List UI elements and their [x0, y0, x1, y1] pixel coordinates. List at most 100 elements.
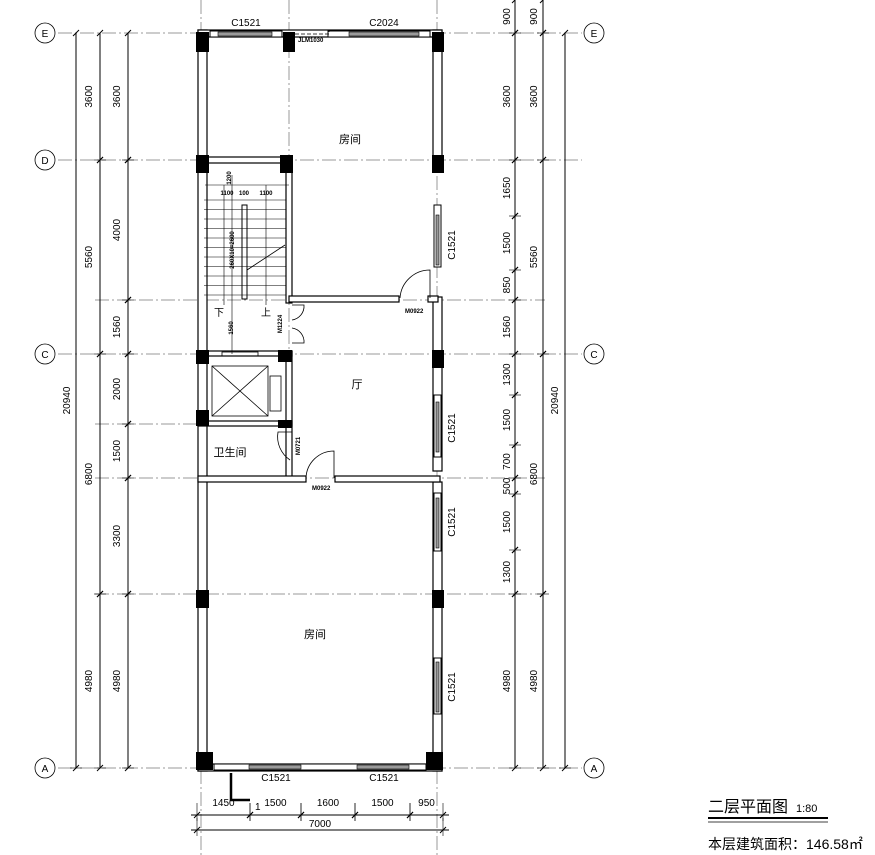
- stair-up-label: 上: [261, 307, 271, 319]
- dim-tick: [511, 29, 519, 37]
- dim-tick: [561, 29, 569, 37]
- dim-tick: [511, 546, 519, 554]
- dimensions: 2094036005560680049803600400015602000150…: [62, 0, 571, 836]
- dim-value: 700: [502, 453, 513, 470]
- dim-tick: [124, 474, 132, 482]
- room-label-hall: 厅: [352, 379, 363, 391]
- dim-tick: [124, 29, 132, 37]
- walls: [197, 29, 443, 772]
- dim-tick: [511, 441, 519, 449]
- dim-value: 1300: [502, 363, 513, 386]
- staircase: [204, 175, 289, 354]
- axis-label: A: [42, 764, 49, 775]
- dim-value: 1560: [502, 315, 513, 338]
- window-label: C1521: [231, 18, 261, 29]
- axis-bubble-a-left: A: [34, 757, 56, 779]
- dim-tick: [511, 391, 519, 399]
- dim-tick: [96, 156, 104, 164]
- room-label-bathroom: 卫生间: [214, 445, 247, 459]
- room-label-top: 房间: [339, 133, 361, 146]
- dim-tick: [124, 350, 132, 358]
- dim-value: 1300: [502, 560, 513, 583]
- dim-value: 1500: [502, 231, 513, 254]
- stair-dim: 1560: [229, 321, 235, 335]
- dim-tick: [511, 212, 519, 220]
- dim-tick: [511, 266, 519, 274]
- stair-run: 260X10=2600: [230, 231, 236, 269]
- dim-value: 4980: [502, 669, 513, 692]
- door-label: JLM1030: [298, 38, 324, 44]
- axis-label: E: [591, 29, 598, 40]
- dim-tick: [511, 490, 519, 498]
- dim-value: 3600: [112, 85, 123, 108]
- axis-label: E: [42, 29, 49, 40]
- axis-label: A: [591, 764, 598, 775]
- dim-value: 1500: [502, 408, 513, 431]
- dim-value: 4000: [112, 218, 123, 241]
- window-label: C1521: [369, 773, 399, 784]
- dim-tick: [511, 156, 519, 164]
- axis-bubble-c-right: C: [583, 343, 605, 365]
- dim-value: 20940: [550, 386, 561, 414]
- dim-tick: [124, 420, 132, 428]
- dim-value: 1560: [112, 315, 123, 338]
- axis-bubble-a-right: A: [583, 757, 605, 779]
- dim-value: 4980: [529, 669, 540, 692]
- window-label: C1521: [447, 230, 458, 260]
- window-label: C1521: [447, 413, 458, 443]
- door-label: M0922: [312, 486, 331, 492]
- dim-value: 3600: [502, 85, 513, 108]
- axis-label: C: [590, 350, 597, 361]
- elevator: [211, 351, 282, 417]
- dim-value: 1500: [371, 798, 394, 809]
- dim-tick: [124, 296, 132, 304]
- windows: [209, 29, 442, 771]
- stair-dim: 1200: [227, 171, 233, 185]
- dim-value: 4980: [112, 669, 123, 692]
- dim-tick: [511, 350, 519, 358]
- dim-value: 5560: [84, 245, 95, 268]
- dim-value: 500: [502, 477, 513, 494]
- dim-value: 20940: [62, 386, 73, 414]
- dim-tick: [124, 156, 132, 164]
- door-label: M1224: [278, 314, 284, 333]
- columns: [196, 32, 444, 770]
- section-mark-number: 1: [255, 802, 261, 813]
- dim-tick: [124, 590, 132, 598]
- stair-dim: 100: [239, 191, 250, 197]
- dim-value: 1600: [317, 798, 340, 809]
- stair-dim: 1100: [259, 191, 273, 197]
- dim-value: 950: [418, 798, 435, 809]
- dim-value: 900: [529, 8, 540, 25]
- stair-down-label: 下: [214, 308, 224, 319]
- dim-value: 4980: [84, 669, 95, 692]
- dim-value: 2000: [112, 377, 123, 400]
- drawing-scale: 1:80: [796, 803, 817, 815]
- dim-value: 1500: [264, 798, 287, 809]
- dim-tick: [539, 350, 547, 358]
- dim-tick: [511, 0, 516, 4]
- axis-label: D: [41, 156, 48, 167]
- section-mark: [229, 773, 250, 802]
- dim-tick: [539, 590, 547, 598]
- axis-label: C: [41, 350, 48, 361]
- dim-value: 5560: [529, 245, 540, 268]
- doors: [277, 269, 431, 479]
- dim-value: 1650: [502, 176, 513, 199]
- window-label: C2024: [369, 18, 399, 29]
- axis-bubble-e-right: E: [583, 22, 605, 44]
- axis-bubble-e-left: E: [34, 22, 56, 44]
- window-label: C1521: [447, 672, 458, 702]
- axis-bubble-d-left: D: [34, 149, 56, 171]
- stair-dim: 1100: [220, 191, 234, 197]
- dim-tick: [96, 590, 104, 598]
- dim-value: 6800: [529, 462, 540, 485]
- dim-value: 1500: [502, 510, 513, 533]
- dim-value: 850: [502, 276, 513, 293]
- axis-bubble-c-left: C: [34, 343, 56, 365]
- room-label-bottom: 房间: [304, 628, 326, 641]
- dim-tick: [539, 0, 544, 4]
- dim-tick: [511, 296, 519, 304]
- dim-value: 1450: [212, 798, 235, 809]
